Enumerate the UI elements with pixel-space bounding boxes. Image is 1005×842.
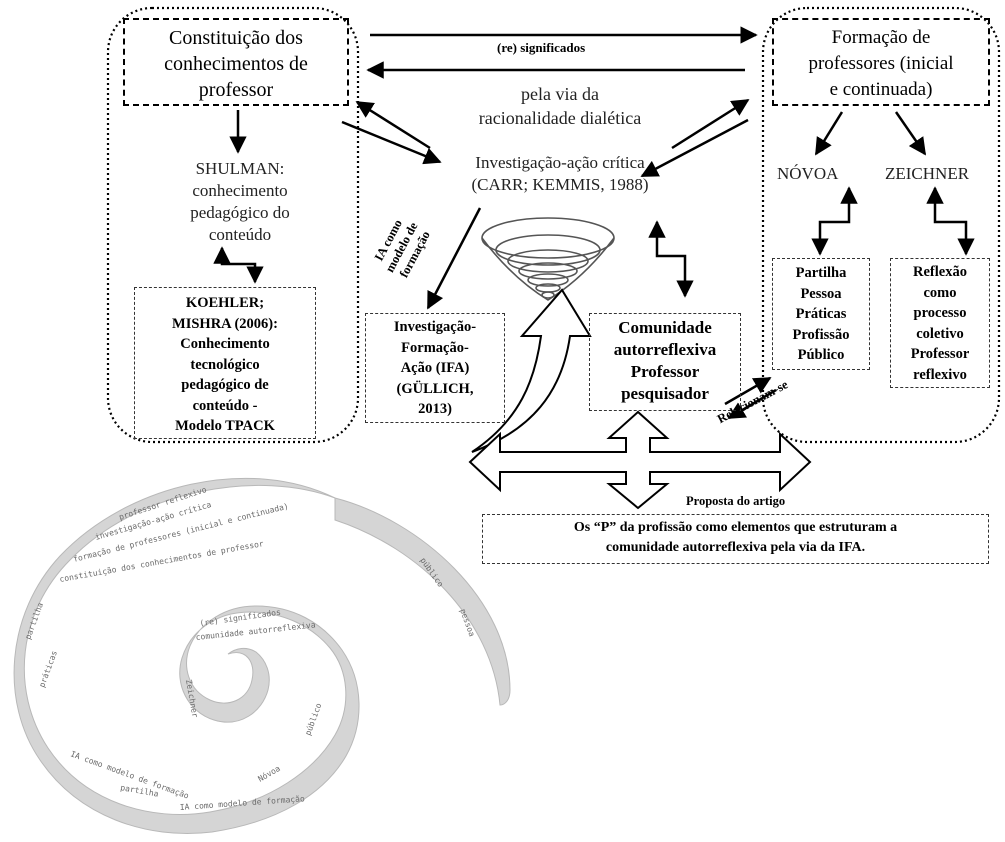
comunidade-line: Comunidade bbox=[618, 318, 712, 337]
comunidade-line: Professor bbox=[630, 362, 700, 381]
investigacao-line: Investigação-ação crítica bbox=[475, 153, 645, 172]
arrow-to-investigacao bbox=[341, 120, 442, 165]
ifa-line: Ação (IFA) bbox=[400, 360, 470, 376]
arrow-novoa-partilha bbox=[811, 186, 858, 256]
ifa-line: 2013) bbox=[418, 401, 452, 417]
novoa-p-item: Público bbox=[797, 347, 845, 363]
formacao-line: e continuada) bbox=[829, 79, 933, 100]
novoa-p-item: Partilha bbox=[795, 265, 847, 281]
arrow-to-novoa bbox=[814, 111, 844, 156]
four-way-arrow bbox=[468, 410, 812, 510]
novoa-p-item: Profissão bbox=[792, 326, 850, 343]
shulman-line: conhecimento bbox=[192, 181, 288, 200]
left-group-border bbox=[106, 6, 360, 444]
arrow-to-formacao bbox=[671, 98, 750, 150]
novoa-label: NÓVOA bbox=[777, 164, 839, 183]
zeichner-label: ZEICHNER bbox=[885, 164, 970, 183]
arrow-relacionam-2 bbox=[727, 388, 777, 420]
shulman-line: conteúdo bbox=[208, 225, 272, 244]
novoa-p-item: Práticas bbox=[795, 306, 847, 322]
spiral-word: Nóvoa bbox=[256, 763, 282, 784]
formacao-box: Formação de professores (inicial e conti… bbox=[772, 18, 990, 106]
via-dialetica-label: pela via da racionalidade dialética bbox=[450, 82, 670, 130]
spiral-word: constituição dos conhecimentos de profes… bbox=[59, 539, 265, 584]
shulman-text: SHULMAN: conhecimento pedagógico do cont… bbox=[145, 158, 335, 246]
investigacao-acao-label: Investigação-ação crítica (CARR; KEMMIS,… bbox=[435, 152, 685, 196]
arrow-investigacao-comunidade bbox=[648, 220, 694, 298]
arrow-to-zeichner bbox=[894, 111, 927, 156]
formacao-line: professores (inicial bbox=[808, 53, 954, 74]
os-p-box: Os “P” da profissão como elementos que e… bbox=[482, 514, 989, 564]
zeichner-item: processo bbox=[913, 305, 967, 321]
spiral-word: práticas bbox=[37, 649, 59, 688]
ifa-line: Investigação- bbox=[393, 319, 477, 335]
constituicao-line: professor bbox=[198, 79, 274, 101]
resignificados-label: (re) significados bbox=[497, 40, 586, 55]
zeichner-box: Reflexão como processo coletivo Professo… bbox=[890, 258, 990, 388]
arrow-relacionam-1 bbox=[724, 376, 772, 406]
arrow-to-constituicao bbox=[355, 100, 431, 150]
shulman-line: pedagógico do bbox=[190, 203, 290, 222]
tpack-line: tecnológico bbox=[190, 356, 260, 373]
constituicao-box: Constituição dos conhecimentos de profes… bbox=[123, 18, 349, 106]
zeichner-item: Reflexão bbox=[913, 264, 967, 280]
tpack-line: Modelo TPACK bbox=[175, 418, 275, 434]
proposta-label: Proposta do artigo bbox=[686, 494, 786, 508]
tpack-box: KOEHLER; MISHRA (2006): Conhecimento tec… bbox=[134, 287, 316, 439]
tpack-line: KOEHLER; bbox=[185, 295, 265, 311]
right-group-border bbox=[761, 6, 1001, 444]
tpack-line: pedagógico de bbox=[181, 377, 269, 393]
arrow-ia-modelo bbox=[426, 207, 482, 310]
tpack-line: MISHRA (2006): bbox=[172, 315, 278, 332]
constituicao-line: conhecimentos de bbox=[164, 53, 308, 75]
zeichner-item: como bbox=[923, 284, 957, 301]
arrow-from-formacao bbox=[640, 118, 749, 178]
via-line: racionalidade dialética bbox=[478, 108, 642, 128]
word-spiral bbox=[13, 477, 511, 834]
ifa-box: Investigação- Formação- Ação (IFA) (GÜLL… bbox=[365, 313, 505, 423]
tpack-line: Conhecimento bbox=[180, 336, 270, 352]
vortex-funnel bbox=[481, 217, 615, 301]
ifa-line: Formação- bbox=[401, 339, 469, 356]
constituicao-line: Constituição dos bbox=[169, 27, 303, 49]
comunidade-box: Comunidade autorreflexiva Professor pesq… bbox=[589, 313, 741, 411]
comunidade-line: pesquisador bbox=[621, 384, 709, 403]
spiral-word: público bbox=[303, 702, 323, 737]
formacao-line: Formação de bbox=[831, 27, 931, 48]
novoa-ps-box: Partilha Pessoa Práticas Profissão Públi… bbox=[772, 258, 870, 370]
ifa-line: (GÜLLICH, bbox=[396, 380, 474, 397]
shulman-line: SHULMAN: bbox=[195, 159, 285, 178]
arrow-zeichner-reflexao bbox=[926, 186, 975, 256]
via-line: pela via da bbox=[521, 84, 599, 104]
os-p-line: comunidade autorreflexiva pela via da IF… bbox=[605, 540, 866, 555]
zeichner-item: Professor bbox=[910, 346, 970, 362]
investigacao-line: (CARR; KEMMIS, 1988) bbox=[471, 175, 649, 194]
tpack-line: conteúdo - bbox=[192, 397, 258, 414]
novoa-p-item: Pessoa bbox=[800, 285, 842, 302]
zeichner-item: reflexivo bbox=[913, 366, 967, 383]
arrow-shulman-tpack bbox=[213, 246, 264, 284]
zeichner-item: coletivo bbox=[916, 325, 964, 342]
os-p-line: Os “P” da profissão como elementos que e… bbox=[573, 520, 898, 535]
curved-up-arrow bbox=[471, 288, 592, 453]
comunidade-line: autorreflexiva bbox=[613, 340, 717, 359]
